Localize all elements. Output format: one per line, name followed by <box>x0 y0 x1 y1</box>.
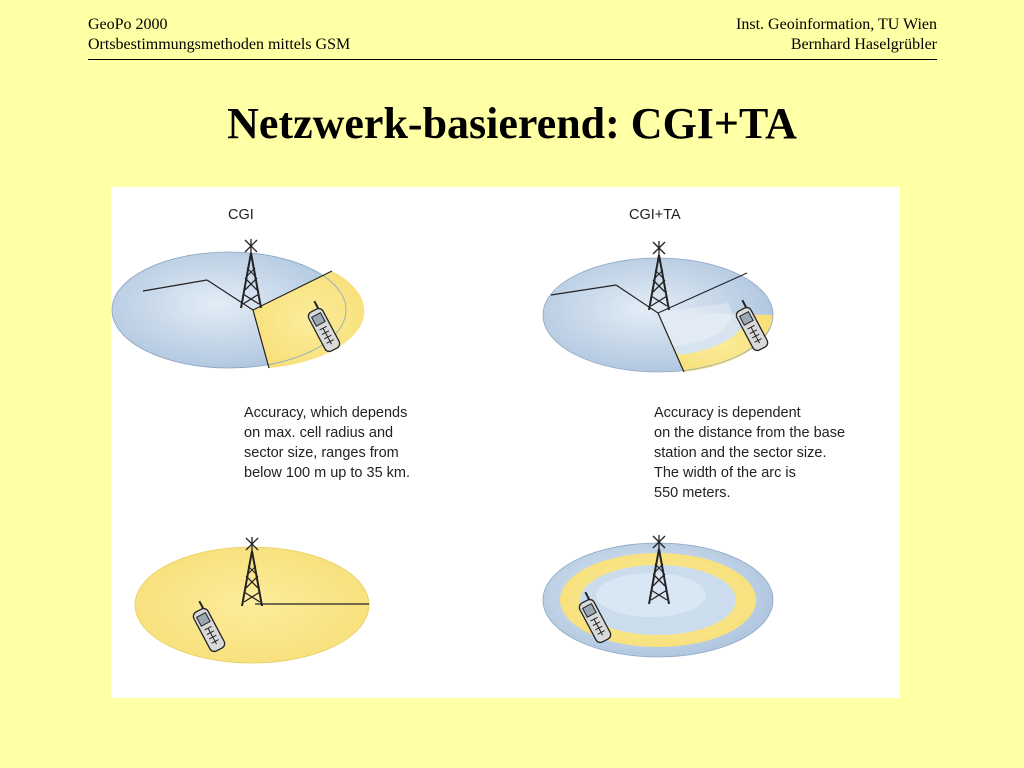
description-cgi-ta: Accuracy is dependent on the distance fr… <box>654 405 846 501</box>
label-cgi-ta: CGI+TA <box>629 207 681 223</box>
cell-diagram <box>111 238 774 664</box>
course-title: GeoPo 2000 <box>88 16 168 33</box>
slide-title: Netzwerk-basierend: CGI+TA <box>227 99 797 148</box>
description-cgi: Accuracy, which depends on max. cell rad… <box>244 405 411 481</box>
author-name: Bernhard Haselgrübler <box>790 36 937 53</box>
diagram-cgi-ta-arc <box>542 240 774 373</box>
header-right: Inst. Geoinformation, TU Wien Bernhard H… <box>736 15 937 55</box>
diagram-cgi-sectors <box>111 238 365 369</box>
header-divider <box>88 59 937 60</box>
institute-name: Inst. Geoinformation, TU Wien <box>736 16 937 33</box>
header-left: GeoPo 2000 Ortsbestimmungsmethoden mitte… <box>88 15 350 55</box>
label-cgi: CGI <box>228 207 254 223</box>
diagram-cgi-ta-ring <box>542 534 774 658</box>
lecture-topic: Ortsbestimmungsmethoden mittels GSM <box>88 36 351 53</box>
diagram-cgi-omni <box>134 536 370 664</box>
figure-panel: CGI CGI+TA Accuracy, which depends on ma… <box>111 187 900 698</box>
